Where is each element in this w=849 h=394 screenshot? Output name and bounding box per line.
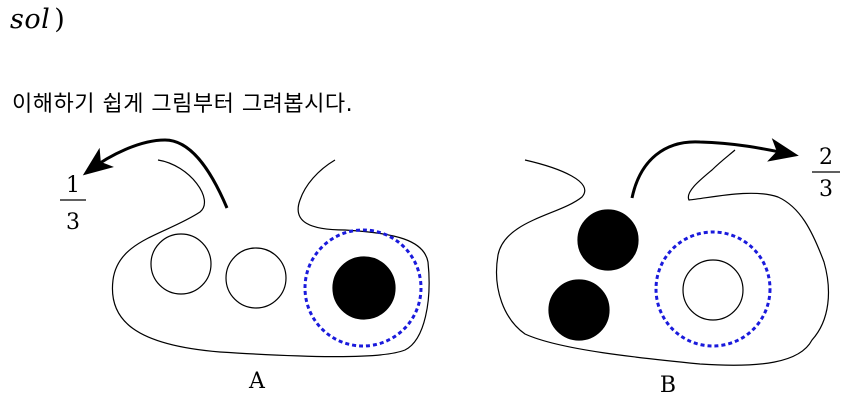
intro-text: 이해하기 쉽게 그림부터 그려봅시다. [12,92,354,117]
pocket-a-outline [111,159,430,358]
pocket-a-ball-1 [150,233,212,295]
solution-heading: sol) [10,4,65,35]
pocket-a-highlight-ring [303,228,423,348]
pocket-b-ball-2 [548,279,610,341]
pocket-b-exit-arrow [630,138,799,199]
pocket-a: 1 3 A [60,138,430,394]
pocket-b-fraction-numerator: 2 [819,145,833,170]
pocket-b: 2 3 B [495,138,840,394]
pocket-b-label: B [660,373,676,394]
pocket-b-highlight-ring [654,230,772,348]
pocket-a-ball-3 [332,256,396,320]
pocket-a-ball-2 [225,247,287,309]
pocket-b-outline [495,149,830,366]
pocket-a-label: A [248,369,266,394]
pocket-b-ball-1 [577,209,639,271]
pocket-a-fraction-denominator: 3 [66,210,80,235]
pocket-b-ball-3 [682,259,744,321]
sol-word: sol [10,4,51,35]
sol-paren: ) [54,4,66,35]
pocket-b-fraction-denominator: 3 [819,177,833,202]
pocket-a-exit-arrow [82,138,229,209]
pocket-a-fraction-numerator: 1 [66,173,80,198]
